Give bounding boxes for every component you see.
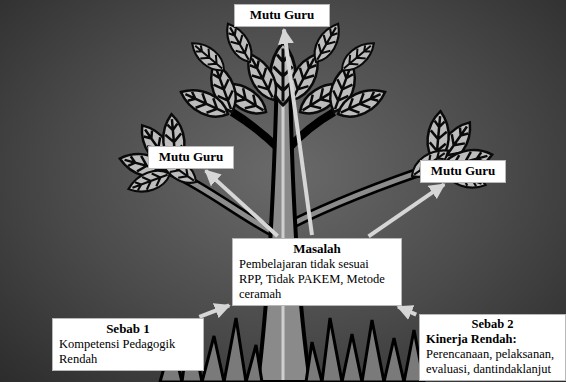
leaf bbox=[337, 37, 380, 77]
arrow-connector bbox=[284, 30, 312, 235]
effect-box: Mutu Guru bbox=[148, 146, 234, 169]
box-heading: Sebab 1 bbox=[59, 321, 197, 337]
arrow-connector bbox=[369, 184, 445, 236]
box-text: Perencanaan, pelaksanan, evaluasi, danti… bbox=[426, 347, 559, 377]
trunk-stripe bbox=[282, 80, 285, 380]
leaf bbox=[176, 83, 232, 124]
arrow-connector bbox=[398, 307, 416, 315]
box-heading: Sebab 2 bbox=[426, 317, 559, 332]
arrow-connector bbox=[199, 305, 229, 316]
branch bbox=[232, 112, 280, 150]
box-text: Kinerja Rendah: bbox=[426, 332, 559, 347]
cause-box: Sebab 1Kompetensi Pedagogik Rendah bbox=[52, 318, 204, 371]
leaf bbox=[334, 83, 390, 124]
box-text: Pembelajaran tidak sesuai RPP, Tidak PAK… bbox=[239, 257, 395, 302]
box-heading: Mutu Guru bbox=[241, 7, 323, 23]
arrow-connector bbox=[206, 171, 278, 236]
box-heading: Masalah bbox=[239, 241, 395, 257]
cause-box: Sebab 2Kinerja Rendah:Perencanaan, pelak… bbox=[419, 314, 566, 381]
box-text: Kompetensi Pedagogik Rendah bbox=[59, 337, 197, 367]
box-heading: Mutu Guru bbox=[427, 163, 499, 179]
leaf bbox=[187, 37, 230, 77]
effect-box: Mutu Guru bbox=[420, 160, 506, 183]
problem-box: MasalahPembelajaran tidak sesuai RPP, Ti… bbox=[232, 238, 402, 306]
effect-box: Mutu Guru bbox=[234, 4, 330, 27]
leaf bbox=[125, 166, 173, 198]
box-heading: Mutu Guru bbox=[155, 149, 227, 165]
